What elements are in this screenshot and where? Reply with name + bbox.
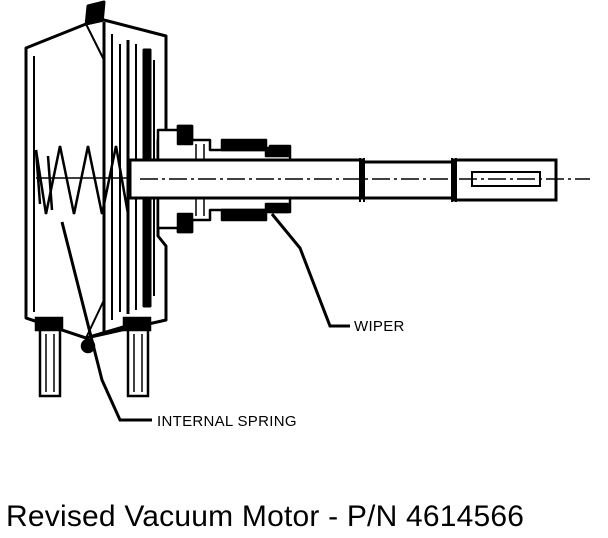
internal-spring-leader	[60, 221, 152, 422]
internal-spring-label: INTERNAL SPRING	[157, 413, 297, 430]
diagram-caption: Revised Vacuum Motor - P/N 4614566	[6, 500, 525, 533]
internal-spring	[34, 145, 140, 215]
vacuum-nipples	[34, 316, 152, 398]
wiper-leader	[270, 213, 350, 328]
wiper-label: WIPER	[354, 318, 405, 335]
motor-housing	[24, 0, 168, 340]
leader-lines	[60, 213, 350, 422]
shaft	[128, 158, 590, 202]
